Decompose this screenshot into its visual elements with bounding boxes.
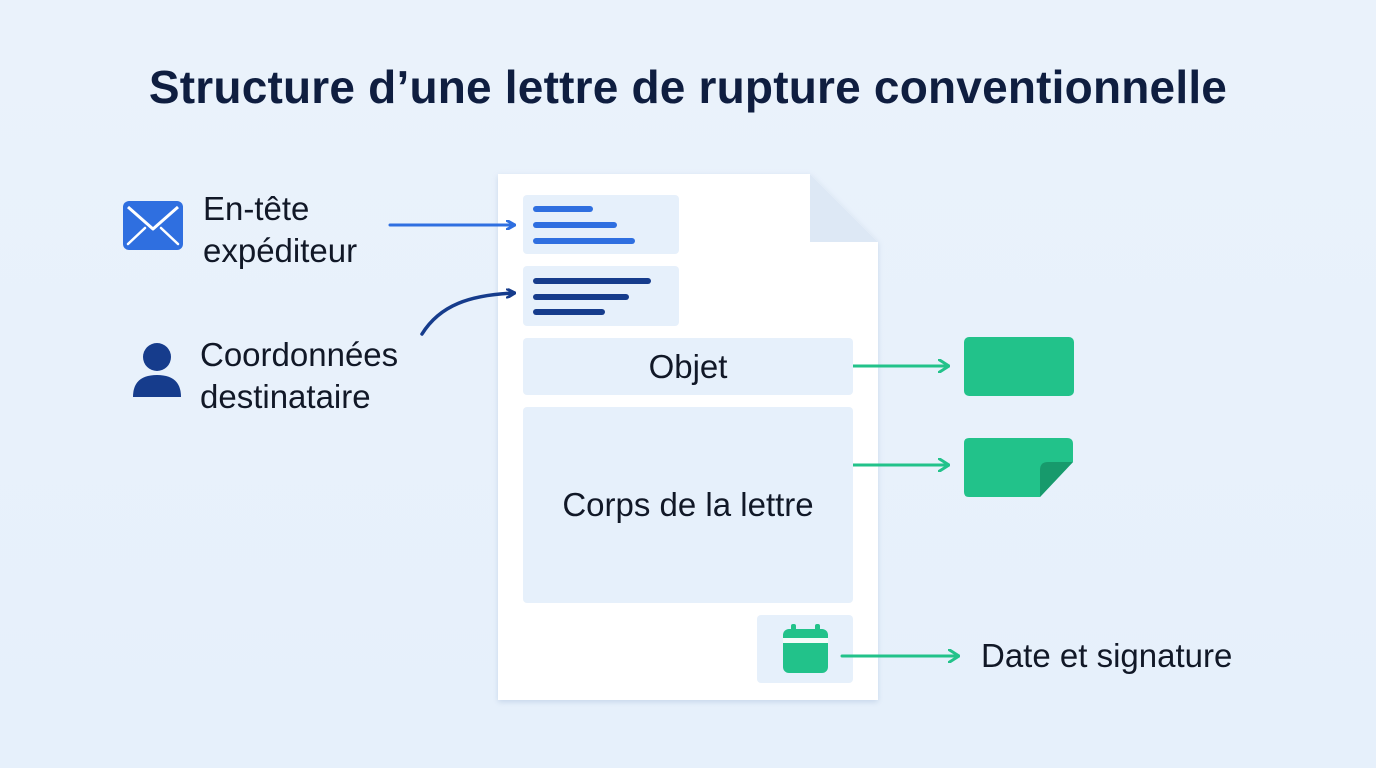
user-icon [133, 343, 181, 397]
date-signature-label: Date et signature [981, 637, 1233, 674]
sender-line [533, 222, 617, 228]
object-label: Objet [648, 347, 728, 385]
envelope-icon [123, 201, 183, 250]
calendar-icon [783, 624, 828, 673]
recipient-line [533, 309, 605, 315]
recipient-label: Coordonnées destinataire [200, 334, 398, 418]
body-block: Corps de la lettre [523, 407, 853, 603]
recipient-line [533, 278, 651, 284]
sender-label: En-tête expéditeur [203, 188, 357, 272]
sender-line [533, 206, 593, 212]
object-block: Objet [523, 338, 853, 395]
recipient-label-line2: destinataire [200, 378, 371, 415]
sender-line [533, 238, 635, 244]
recipient-label-line1: Coordonnées [200, 336, 399, 373]
diagram-title: Structure d’une lettre de rupture conven… [148, 61, 1228, 113]
body-label: Corps de la lettre [562, 486, 814, 523]
recipient-line [533, 294, 629, 300]
sender-label-line2: expéditeur [203, 232, 358, 269]
sender-label-line1: En-tête [203, 190, 310, 227]
sticky-note-icon [964, 438, 1073, 497]
arrow-recipient [420, 293, 514, 336]
document-fold [810, 174, 878, 242]
object-marker-icon [964, 337, 1074, 396]
